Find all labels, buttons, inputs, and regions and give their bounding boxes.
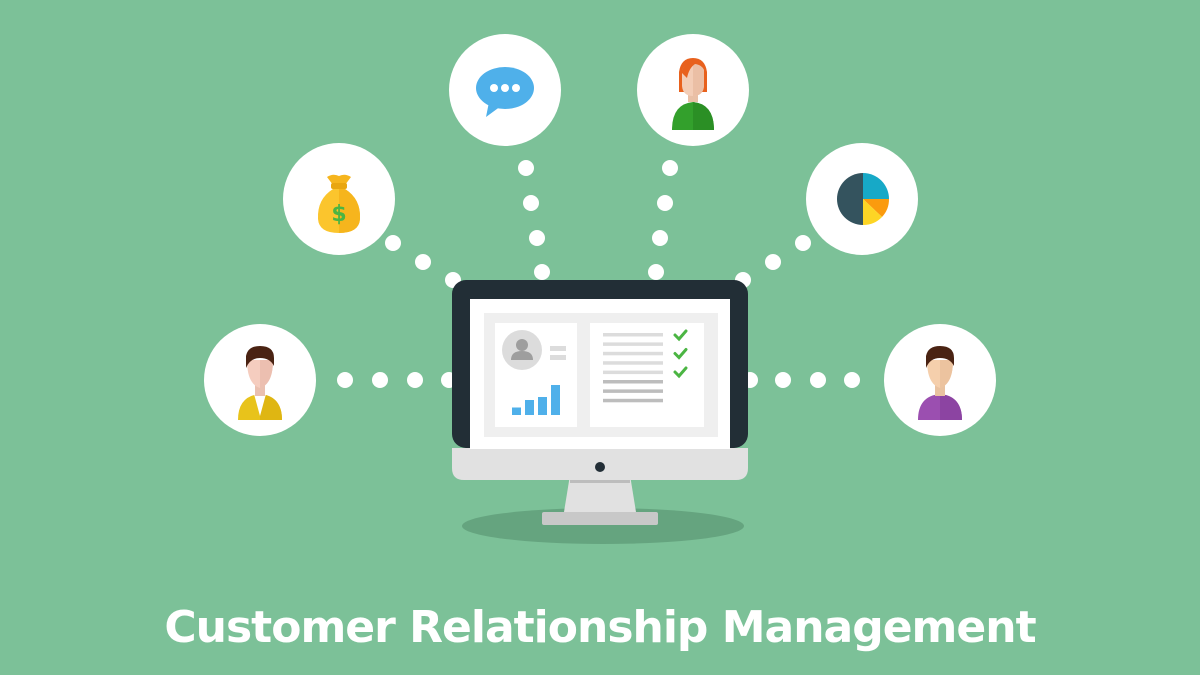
connector-dot [765,254,781,270]
bar [525,400,534,415]
bar [538,397,547,415]
bubble-woman [637,34,749,146]
connector-dot [795,235,811,251]
bubble-chat [449,34,561,146]
profile-text-line [550,346,566,351]
page-title: Customer Relationship Management [164,602,1036,653]
bar-chart-icon [512,385,560,415]
connector-dot [534,264,550,280]
bar [512,407,521,415]
connector-dot [407,372,423,388]
connector-dot [372,372,388,388]
svg-text:$: $ [331,202,346,227]
connector-dot [415,254,431,270]
monitor-camera-dot [595,462,605,472]
bar [551,385,560,415]
checklist-line [603,370,663,375]
connector-dot [337,372,353,388]
checkmark-icon [673,329,688,342]
money-bag-icon: $ [317,174,361,233]
connector-dot [518,160,534,176]
checklist-lines [603,333,663,403]
man-avatar-icon [238,346,282,420]
checklist-line [603,398,663,403]
pie-chart-icon [837,173,890,226]
connector-dot [657,195,673,211]
checklist-line [603,380,663,384]
checkmark-icon [673,348,688,360]
connector-dot [652,230,668,246]
connector-dot [385,235,401,251]
user-profile-icon [502,330,542,370]
checkmark-icon [673,366,688,379]
monitor-illustration [452,280,748,525]
connector-dot [648,264,664,280]
bubble-money-bag: $ [283,143,395,255]
checklist-line [603,389,663,393]
checklist-line [603,333,663,337]
checklist-card [590,323,704,427]
monitor-stand [542,475,658,525]
connector-dot [662,160,678,176]
man-avatar-icon [918,346,962,420]
bubble-man-yellow [204,324,316,436]
connector-dot [775,372,791,388]
checklist-line [603,342,663,346]
checklist-line [603,351,663,356]
checklist-line [603,361,663,365]
bubble-pie-chart [806,143,918,255]
chat-bubble-icon [476,67,534,117]
woman-avatar-icon [672,58,714,130]
checkmarks [673,329,688,379]
connector-dot [529,230,545,246]
connector-dot [523,195,539,211]
profile-text-line [550,355,566,360]
bubble-man-purple [884,324,996,436]
connector-dot [810,372,826,388]
connector-dot [844,372,860,388]
